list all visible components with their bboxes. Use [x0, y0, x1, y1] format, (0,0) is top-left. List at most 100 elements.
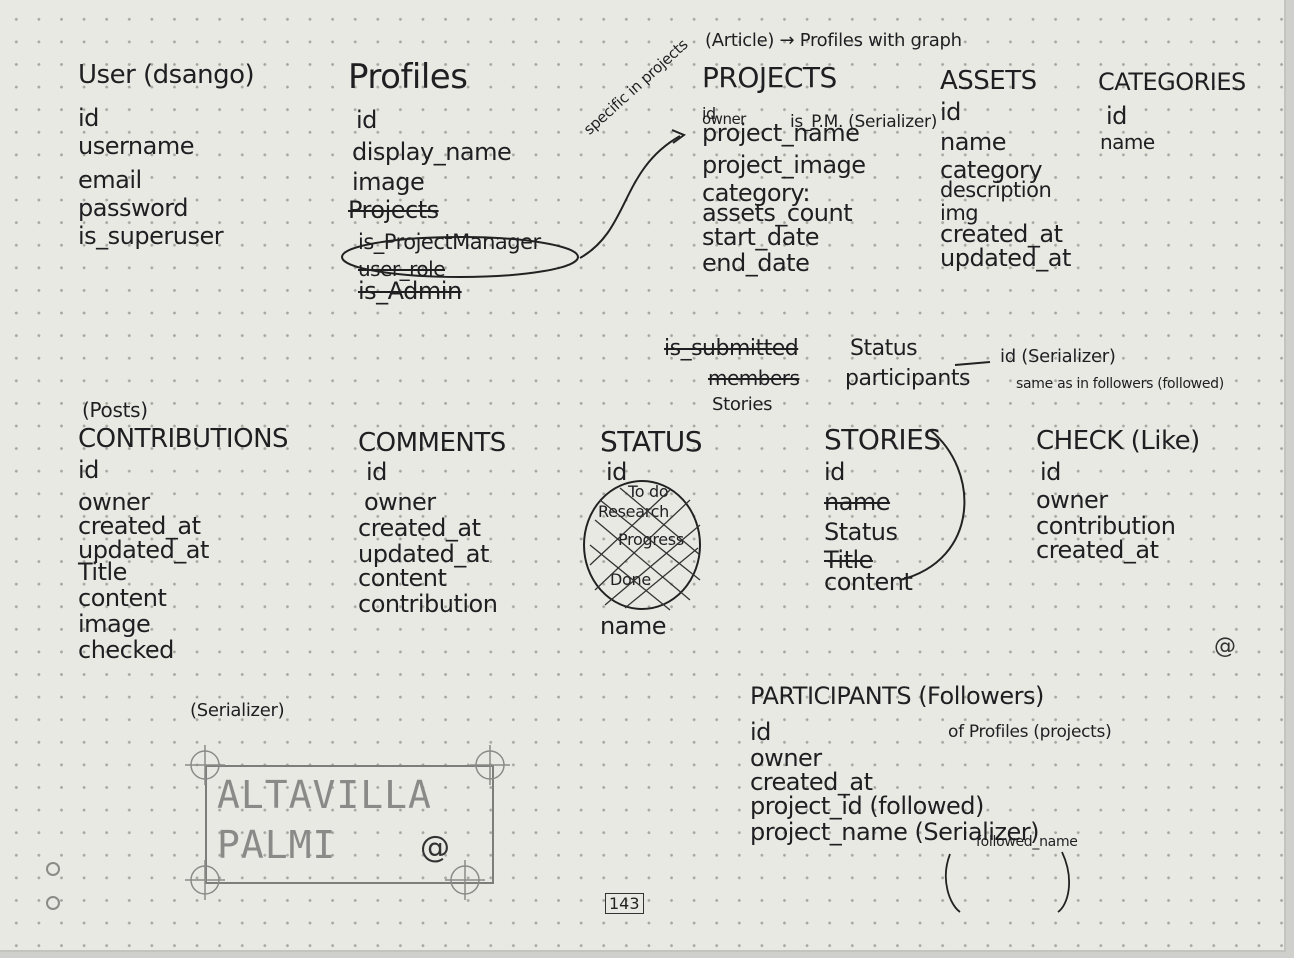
contributions-entity: CONTRIBUTIONS id owner created_at update… — [78, 424, 289, 662]
contributions-checked-note: (Serializer) — [190, 700, 285, 721]
contributions-title: CONTRIBUTIONS — [78, 424, 289, 454]
categories-title: CATEGORIES — [1098, 68, 1246, 96]
stories-title: STORIES — [824, 423, 941, 456]
participants-field: id — [750, 718, 771, 746]
comments-title: COMMENTS — [358, 428, 506, 458]
participants-field: project_id (followed) — [750, 792, 984, 820]
status-name-field: name — [600, 612, 667, 640]
check-field: id — [1040, 458, 1061, 486]
contributions-field: image — [78, 610, 151, 638]
status-scribbled-option: Progress — [618, 530, 684, 549]
stamp-line-1: ALTAVILLA — [217, 773, 432, 817]
check-entity: CHECK (Like) id owner contribution creat… — [1036, 426, 1200, 562]
bracket-stroke — [945, 853, 961, 913]
projects-participants-field: participants — [845, 366, 970, 391]
stories-entity: STORIES id name Status Title content — [824, 423, 941, 595]
binding-hole-icon — [46, 862, 60, 876]
profiles-field: display_name — [352, 138, 512, 166]
status-title: STATUS — [600, 425, 703, 458]
bracket-stroke — [1057, 851, 1070, 913]
profiles-field: image — [352, 168, 425, 196]
comments-entity: COMMENTS id owner created_at updated_at … — [358, 428, 506, 616]
profiles-struck-field: is_Admin — [358, 277, 462, 305]
stories-field: id — [824, 458, 845, 486]
assets-field: name — [940, 128, 1007, 156]
stories-arc — [899, 429, 966, 581]
projects-note: (Article) → Profiles with graph — [705, 30, 962, 51]
user-field: email — [78, 166, 142, 194]
stamp-crosshairs — [185, 745, 510, 900]
check-field: owner — [1036, 486, 1108, 514]
participants-field: owner — [750, 744, 822, 772]
scribble-hatching — [589, 487, 701, 611]
participants-field: created_at — [750, 768, 873, 796]
user-entity: User (dsango) id username email password… — [78, 60, 255, 248]
contributions-field: checked — [78, 636, 174, 664]
contributions-note: (Posts) — [82, 398, 148, 422]
projects-entity: PROJECTS id owner project_name project_i… — [702, 64, 866, 276]
projects-participants-note2: same as in followers (followed) — [1016, 376, 1224, 392]
user-field: id — [78, 104, 99, 132]
dash-stroke — [954, 361, 991, 366]
projects-owner-note: is_P.M. (Serializer) — [790, 112, 938, 132]
profiles-title: Profiles — [348, 57, 468, 97]
arrow-stroke — [579, 135, 681, 259]
stories-struck-field: Title — [824, 546, 873, 574]
participants-side-note: followed_name — [976, 834, 1078, 850]
status-entity: STATUS id — [600, 425, 703, 485]
participants-title: PARTICIPANTS (Followers) — [750, 682, 1044, 710]
scribble-oval — [583, 480, 701, 610]
profiles-struck-field: Projects — [348, 196, 439, 224]
projects-struck-submitted: is_submitted — [664, 336, 799, 361]
assets-field: description — [940, 178, 1052, 202]
assets-title: ASSETS — [940, 66, 1037, 96]
assets-field: img — [940, 201, 979, 225]
stories-struck-field: name — [824, 488, 891, 516]
page-number: 143 — [605, 893, 644, 914]
contributions-field: owner — [78, 488, 150, 516]
comments-field: contribution — [358, 590, 498, 618]
user-field: is_superuser — [78, 222, 224, 250]
arrowhead — [671, 129, 687, 144]
user-title: User (dsango) — [78, 60, 255, 90]
profiles-struck-field: user_role — [358, 257, 446, 281]
projects-participants-note: id (Serializer) — [1000, 346, 1116, 367]
at-symbol-icon: @ — [420, 830, 450, 865]
comments-field: owner — [364, 488, 436, 516]
participants-field: project_name (Serializer) — [750, 818, 1040, 846]
projects-field: owner — [702, 110, 746, 128]
projects-struck-members: members — [708, 366, 800, 390]
contributions-field: id — [78, 456, 99, 484]
circle-mark — [341, 236, 579, 278]
participants-note: of Profiles (projects) — [948, 722, 1112, 742]
profiles-entity: Profiles id display_name image Projects … — [348, 57, 541, 303]
stamp-line-2: PALMI — [217, 823, 337, 867]
projects-field: assets_count — [702, 199, 853, 227]
projects-field: project_image — [702, 151, 866, 179]
projects-field: project_name — [702, 119, 860, 147]
assets-field: id — [940, 98, 961, 126]
projects-status-field: Status — [850, 336, 918, 361]
contributions-field: created_at — [78, 512, 201, 540]
stories-field: Status — [824, 518, 898, 546]
participants-entity: PARTICIPANTS (Followers) id owner create… — [750, 682, 1044, 844]
comments-field: content — [358, 564, 447, 592]
check-field: created_at — [1036, 536, 1159, 564]
categories-field: name — [1100, 130, 1155, 154]
check-title: CHECK (Like) — [1036, 426, 1200, 456]
comments-field: id — [366, 458, 387, 486]
comments-field: updated_at — [358, 540, 489, 568]
categories-field: id — [1106, 102, 1127, 130]
assets-field: updated_at — [940, 244, 1071, 272]
assets-field: created_at — [940, 220, 1063, 248]
stamp-box: ALTAVILLA PALMI — [205, 765, 494, 884]
projects-stories-field: Stories — [712, 394, 773, 415]
at-symbol-icon: @ — [1214, 634, 1236, 659]
binding-hole-icon — [46, 896, 60, 910]
status-scribbled-option: To do — [628, 482, 669, 501]
user-field: password — [78, 194, 188, 222]
contributions-field: updated_at — [78, 536, 209, 564]
assets-entity: ASSETS id name category description img … — [940, 66, 1071, 270]
